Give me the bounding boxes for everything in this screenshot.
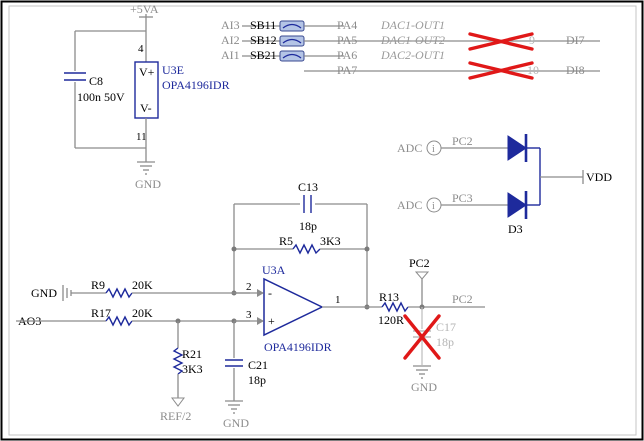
inner-border [8, 5, 637, 436]
solder-bridge-block: AI3 SB11 PA4 DAC1-OUT1 AI2 SB12 PA5 DAC1… [221, 18, 600, 80]
sb11-pad [279, 20, 305, 32]
r21-value: 3K3 [182, 362, 203, 376]
r9-zigzag [105, 287, 133, 299]
info-icon-top: i [432, 144, 435, 155]
noninv-pin-arrow [257, 317, 264, 325]
pc3-pin-label: PC3 [452, 191, 473, 205]
opamp-ref: U3A [262, 263, 286, 277]
r17-value: 20K [132, 306, 153, 320]
diode-block: ADC i PC2 ADC i PC3 VDD D3 [397, 134, 612, 236]
u3e-vplus: V+ [139, 65, 155, 79]
r13-ref: R13 [379, 290, 399, 304]
sb-row1-net: DAC1-OUT1 [380, 18, 445, 32]
sb-row2-right: DI7 [566, 33, 585, 47]
c17-gnd-label: GND [411, 380, 437, 394]
opamp-pin-noninv: 3 [246, 309, 252, 321]
gnd-left-label: GND [31, 286, 57, 300]
supply-label: +5VA [130, 2, 159, 16]
c8-ref: C8 [89, 74, 103, 88]
c13-ref: C13 [298, 180, 318, 194]
sb12-pad [279, 35, 305, 47]
r13-value: 120R [378, 313, 404, 327]
u3e-power-block: +5VA C8 100n 50V V+ V- U3E OPA4196IDR 4 … [64, 2, 230, 191]
dnp-cross-2 [468, 61, 534, 80]
c21-ref: C21 [248, 358, 268, 372]
sb-row1-ref: SB11 [250, 18, 276, 32]
sb-row2-ref: SB12 [250, 33, 277, 47]
r9-value: 20K [132, 278, 153, 292]
r17-zigzag [105, 315, 133, 327]
u3e-pin-top: 4 [138, 43, 144, 55]
sb21-arc [282, 53, 302, 59]
pc2-pin-label: PC2 [452, 134, 473, 148]
c17-value: 18p [436, 335, 454, 349]
sb-row4-right: DI8 [566, 63, 585, 77]
opamp-triangle [263, 277, 324, 337]
r5-zigzag [292, 243, 321, 255]
opamp-part: OPA4196IDR [264, 340, 332, 354]
r21-zigzag [172, 347, 184, 375]
info-icon-bottom: i [432, 201, 435, 212]
opamp-noninv-sign: + [268, 314, 275, 328]
ref-arrow [171, 397, 185, 407]
junction-fb-right [364, 246, 370, 252]
opamp-pin-inv: 2 [246, 281, 252, 293]
sb-row3-port: PA6 [337, 48, 357, 62]
sb-row2-net: DAC1-OUT2 [380, 33, 445, 47]
c21-value: 18p [248, 373, 266, 387]
u3e-pin-bottom: 11 [136, 131, 147, 143]
adc-label-bottom: ADC [397, 198, 422, 212]
u3e-gnd-label: GND [135, 177, 161, 191]
u3e-ref: U3E [162, 63, 184, 77]
opamp-block: C13 18p R5 3K3 GND R9 20K AO3 R17 20K [16, 180, 485, 430]
out-flag-label: PC2 [409, 256, 430, 270]
adc-label-top: ADC [397, 141, 422, 155]
sb-row3-net: DAC2-OUT1 [380, 48, 445, 62]
opamp-pin-out: 1 [335, 294, 341, 306]
r17-ref: R17 [91, 306, 111, 320]
u3e-vminus: V- [140, 101, 152, 115]
inv-pin-arrow [257, 289, 264, 297]
r5-value: 3K3 [320, 234, 341, 248]
vdd-label: VDD [586, 170, 612, 184]
sb21-pad [279, 50, 305, 62]
sb-row1-port: PA4 [337, 18, 357, 32]
diode-top-triangle [507, 135, 527, 161]
c17-ref: C17 [436, 320, 456, 334]
ref-label: REF/2 [160, 409, 191, 423]
sb-row3-ref: SB21 [250, 48, 277, 62]
sb12-arc [282, 38, 302, 44]
sb-row2-port: PA5 [337, 33, 357, 47]
dnp-cross-c17 [403, 314, 441, 360]
sb-row1-left: AI3 [221, 18, 240, 32]
sb-row4-pin: 10 [527, 63, 539, 77]
sb-row2-left: AI2 [221, 33, 240, 47]
sb11-arc [282, 23, 302, 29]
c13-value: 18p [299, 219, 317, 233]
r9-ref: R9 [91, 278, 105, 292]
dnp-cross-1 [468, 32, 534, 51]
junction-fb-left [231, 246, 237, 252]
r5-ref: R5 [279, 234, 293, 248]
sb-row3-left: AI1 [221, 48, 240, 62]
d3-ref: D3 [508, 222, 523, 236]
out-flag-arrow [414, 271, 430, 280]
sb-row2-pin: 9 [529, 33, 535, 47]
opamp-inv-sign: - [268, 286, 272, 300]
sb-row4-port: PA7 [337, 63, 357, 77]
u3e-part: OPA4196IDR [162, 78, 230, 92]
r21-ref: R21 [182, 347, 202, 361]
r13-zigzag [381, 301, 409, 313]
c8-value: 100n 50V [77, 90, 125, 104]
output-net-label: PC2 [452, 292, 473, 306]
c21-gnd-label: GND [223, 416, 249, 430]
diode-bottom-triangle [507, 192, 527, 218]
